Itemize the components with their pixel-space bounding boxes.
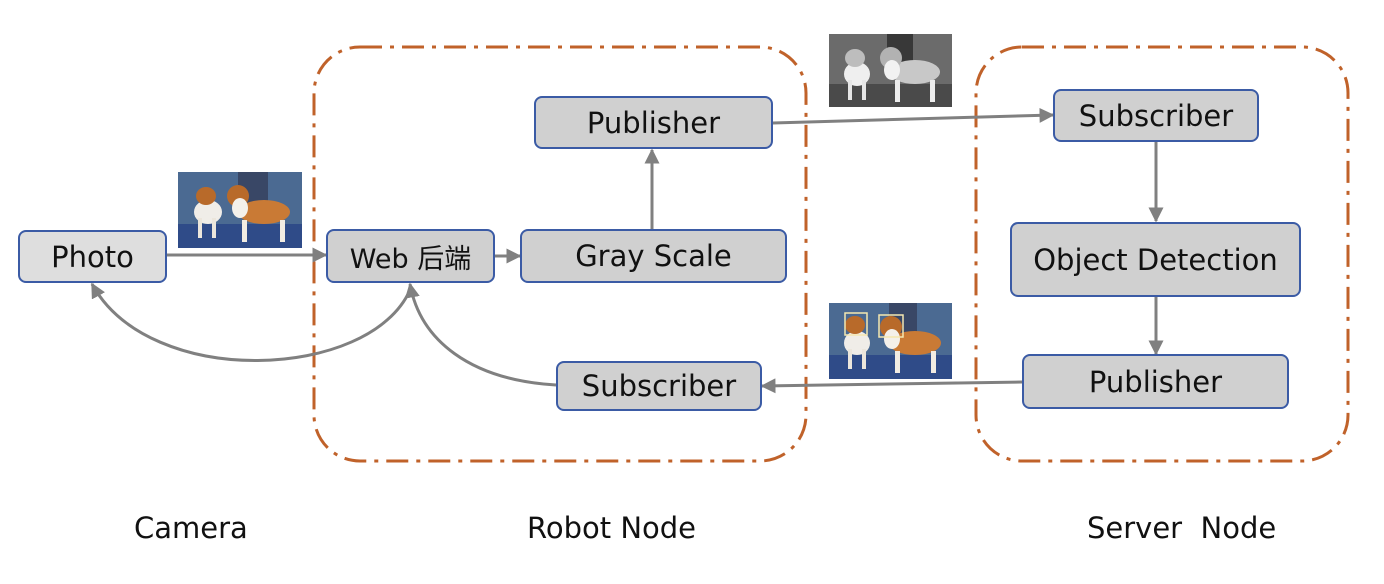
- server-publisher-node: Publisher: [1022, 354, 1289, 409]
- server-node-group: [974, 45, 1350, 463]
- robot-publisher-node: Publisher: [534, 96, 773, 149]
- object-detection-node: Object Detection: [1010, 222, 1301, 297]
- server-publisher-label: Publisher: [1088, 364, 1223, 399]
- arrow-web-to-photo: [90, 282, 412, 362]
- robot-node-group: [312, 45, 808, 463]
- gray-scale-node: Gray Scale: [520, 229, 787, 283]
- server-subscriber-node: Subscriber: [1053, 89, 1259, 142]
- photo-node: Photo: [18, 230, 167, 283]
- detection-box-2: [878, 314, 904, 338]
- detection-box-1: [844, 312, 868, 336]
- arrow-subscriber-to-web: [405, 282, 557, 387]
- object-detection-label: Object Detection: [1033, 242, 1278, 277]
- arrow-server-publisher-to-robot-subscriber: [760, 378, 1023, 394]
- server-subscriber-label: Subscriber: [1078, 98, 1234, 133]
- robot-subscriber-node: Subscriber: [556, 361, 762, 411]
- server-node-caption: Server Node: [1087, 511, 1277, 545]
- detection-dog-photo: [829, 303, 952, 379]
- gray-dog-photo: [829, 34, 952, 107]
- robot-subscriber-label: Subscriber: [581, 369, 737, 403]
- camera-caption: Camera: [134, 511, 248, 545]
- web-backend-node: Web 后端: [326, 229, 495, 283]
- robot-node-caption: Robot Node: [527, 511, 697, 545]
- photo-node-label: Photo: [51, 239, 134, 274]
- robot-publisher-label: Publisher: [586, 105, 721, 140]
- arrow-publisher-to-server-subscriber: [772, 107, 1055, 125]
- gray-scale-label: Gray Scale: [575, 239, 732, 273]
- color-dog-photo: [178, 172, 302, 248]
- web-backend-label: Web 后端: [349, 243, 472, 275]
